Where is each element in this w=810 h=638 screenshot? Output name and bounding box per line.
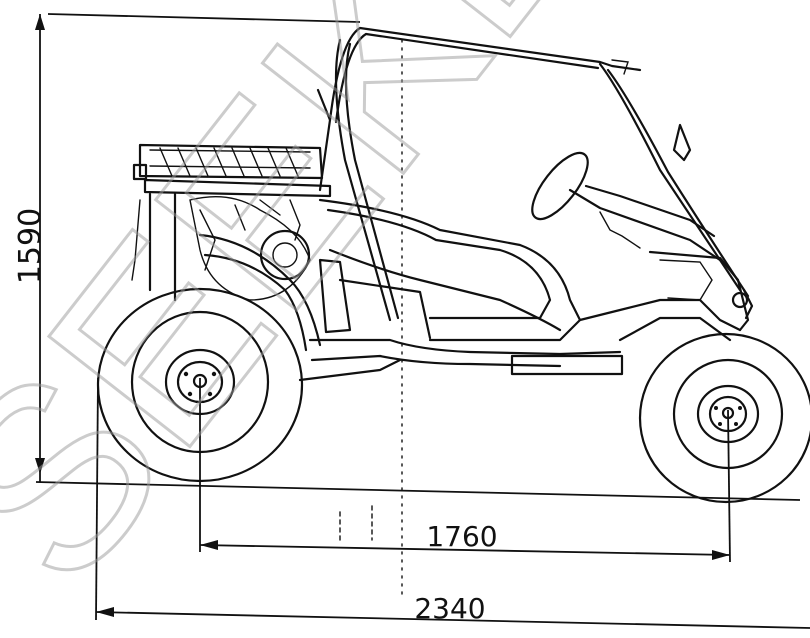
wheelbase-label: 1760 <box>426 520 497 553</box>
rear-rack-engine <box>131 143 352 352</box>
buggy-side-view <box>35 26 810 601</box>
dimensions: 1590 1760 2340 <box>13 13 810 629</box>
front-wheel <box>638 332 810 504</box>
length-dimension: 2340 <box>95 377 810 629</box>
watermark: SEEKE <box>0 0 649 636</box>
height-dimension: 1590 <box>13 13 361 482</box>
height-label: 1590 <box>13 208 48 284</box>
side-frame <box>298 198 742 382</box>
wheelbase-dimension: 1760 <box>199 378 731 563</box>
length-label: 2340 <box>414 592 485 625</box>
watermark-text: SEEKE <box>0 0 649 636</box>
steering-and-front <box>531 151 754 332</box>
roll-cage <box>316 26 750 601</box>
ground-line <box>35 481 801 501</box>
